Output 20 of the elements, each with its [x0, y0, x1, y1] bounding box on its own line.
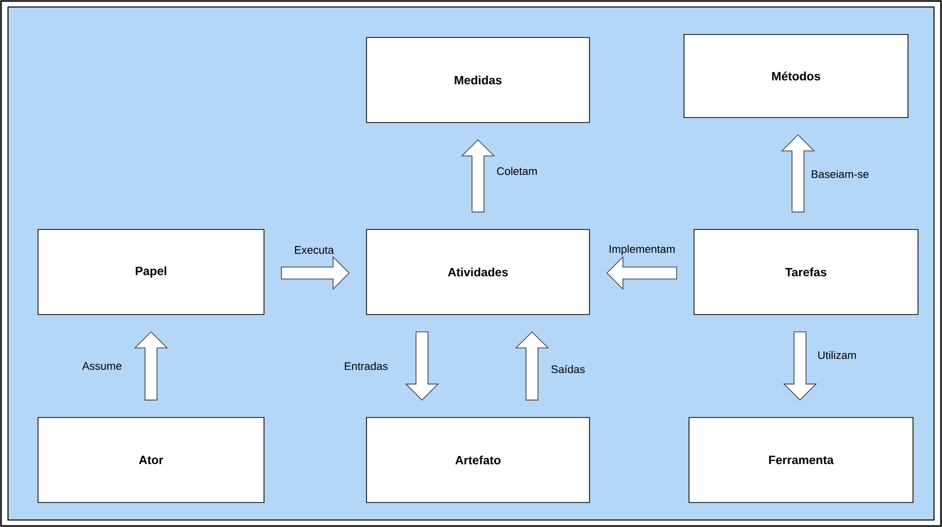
edge-label: Assume	[81, 361, 123, 371]
block-arrow	[515, 331, 549, 400]
block-arrow	[783, 331, 817, 401]
process-box: Ator	[38, 417, 264, 503]
block-arrow	[606, 256, 677, 290]
edge-label: Coletam	[496, 166, 538, 176]
edge-label: Executa	[293, 245, 335, 255]
edge-label: Implementam	[608, 244, 676, 256]
block-arrow	[405, 331, 439, 401]
process-box: Ferramenta	[688, 417, 914, 503]
process-box: Tarefas	[694, 229, 918, 315]
block-arrow	[461, 139, 495, 212]
block-arrow	[134, 331, 168, 400]
block-arrow	[781, 134, 815, 212]
process-box: Atividades	[366, 229, 590, 315]
process-box: Métodos	[684, 34, 908, 118]
process-box: Artefato	[366, 417, 590, 503]
process-box: Medidas	[366, 37, 590, 123]
process-box: Papel	[38, 229, 264, 315]
block-arrow	[281, 256, 350, 290]
